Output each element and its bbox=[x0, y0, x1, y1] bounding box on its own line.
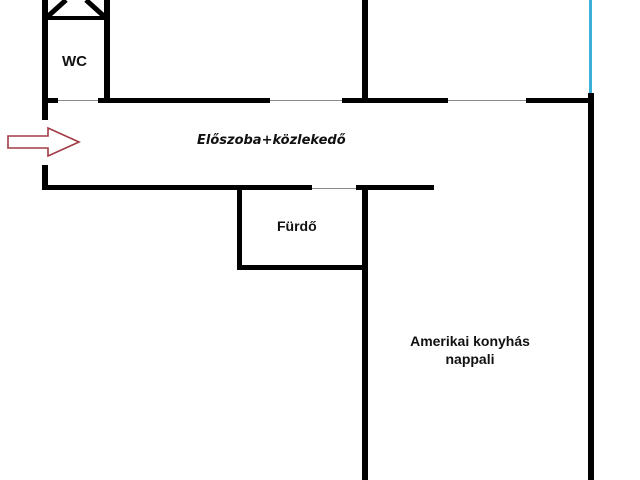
room-label-wc: WC bbox=[62, 53, 87, 70]
entrance-arrow-icon bbox=[7, 126, 81, 158]
hall-top-wall-a bbox=[98, 98, 270, 103]
hall-top-wall-c bbox=[526, 98, 594, 103]
hall-top-wall-stub-left bbox=[42, 98, 58, 103]
window-right bbox=[589, 0, 592, 93]
room-door-line bbox=[270, 100, 342, 101]
hall-left-wall-lower bbox=[42, 165, 48, 189]
room-label-living: Amerikai konyhás nappali bbox=[388, 333, 552, 367]
vent-shaft-icon bbox=[44, 0, 108, 20]
hall-bottom-wall-b bbox=[356, 185, 434, 190]
room-label-hallway: Előszoba+közlekedő bbox=[197, 133, 346, 148]
room-label-living-line1: Amerikai konyhás bbox=[410, 333, 530, 349]
bathroom-bottom-wall bbox=[237, 265, 363, 270]
hall-top-wall-b bbox=[342, 98, 448, 103]
bathroom-left-wall bbox=[237, 187, 242, 269]
hall-left-wall-upper bbox=[42, 100, 48, 120]
room-label-living-line2: nappali bbox=[445, 351, 495, 367]
wc-right-wall bbox=[104, 0, 110, 102]
upper-partition-wall bbox=[362, 0, 368, 102]
room-label-bathroom: Fürdő bbox=[277, 218, 317, 234]
room2-door-line bbox=[448, 100, 526, 101]
wc-door-line bbox=[58, 100, 100, 101]
wc-left-wall bbox=[42, 0, 48, 100]
living-left-wall bbox=[362, 187, 368, 480]
right-exterior-wall bbox=[588, 93, 594, 480]
hall-bottom-wall-a bbox=[42, 185, 312, 190]
bathroom-door-line bbox=[312, 188, 356, 189]
